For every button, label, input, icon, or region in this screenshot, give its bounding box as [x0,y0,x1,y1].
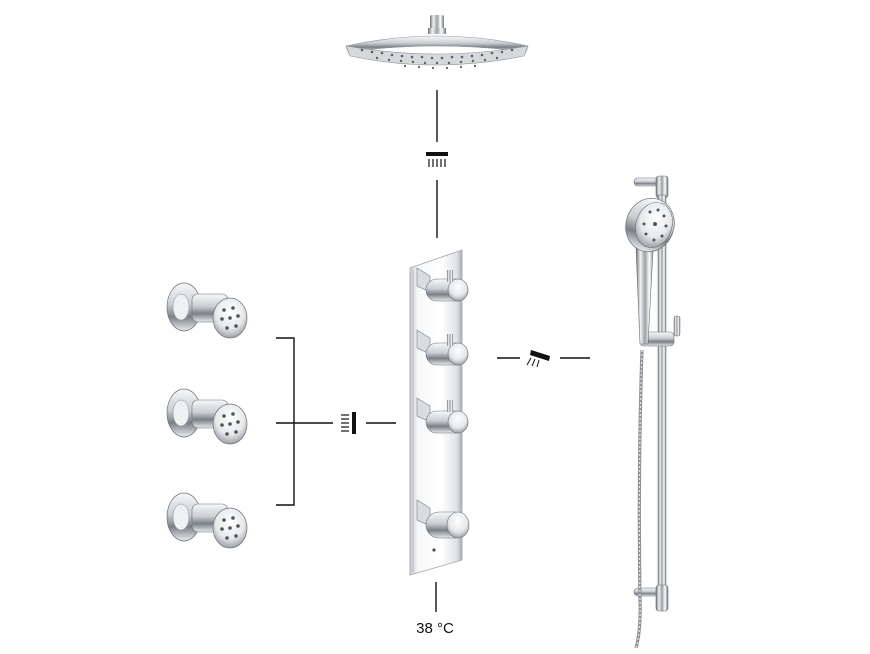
valve-handle-1 [416,267,469,302]
spray-nozzles [360,48,514,70]
body-jet-2 [166,388,248,445]
body-jets-bracket [276,337,396,506]
slide-bar [657,194,667,611]
shower-arm-connector [430,15,444,29]
valve-handle-2 [416,329,469,366]
temperature-label: 38 °C [416,620,454,637]
rain-shower-head [345,15,529,70]
body-jet-1 [166,282,248,339]
valve-handle-3 [416,397,469,434]
overhead-shower-icon [426,152,448,167]
shower-head-face [345,45,529,66]
indicator-dot [432,548,436,552]
slide-bar-hand-shower [625,175,681,649]
body-jet-3 [166,492,248,549]
valve-handle-4-thermostat [416,499,470,539]
hand-shower-icon [526,350,550,368]
body-jet-icon [341,412,356,434]
thermostatic-valve [409,249,470,576]
